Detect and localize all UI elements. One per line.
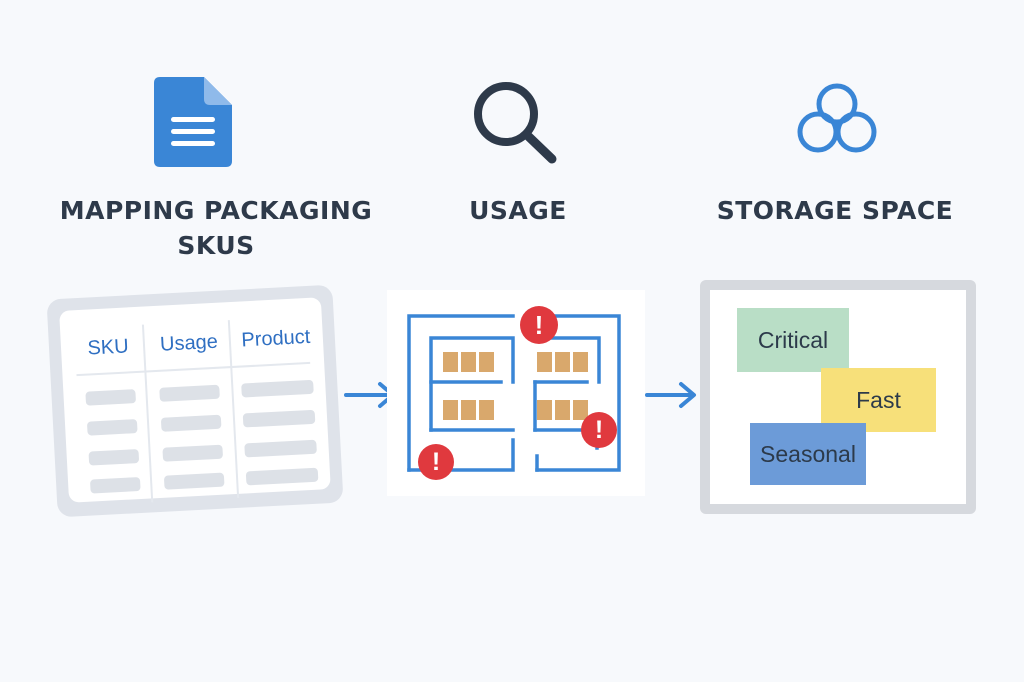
table-cell-placeholder (163, 472, 225, 490)
header-divider (76, 361, 311, 377)
column-header-sku: SKU (86, 335, 130, 360)
shelf-unit (443, 352, 494, 372)
table-cell-placeholder (88, 449, 140, 466)
column-header-product: Product (240, 325, 311, 352)
storage-space-heading: STORAGE SPACE (716, 196, 954, 225)
shelf-unit (537, 352, 588, 372)
zone-critical: Critical (737, 308, 849, 372)
zone-seasonal: Seasonal (750, 423, 866, 485)
storage-space-frame: Critical Fast Seasonal (700, 280, 976, 514)
sku-table: SKU Usage Product (59, 297, 331, 503)
table-cell-placeholder (242, 409, 316, 428)
alert-icon: ! (418, 444, 454, 480)
three-circles-icon (797, 83, 877, 153)
alert-icon: ! (520, 306, 558, 344)
heading-line-1: MAPPING PACKAGING (59, 196, 373, 225)
search-icon (474, 82, 557, 164)
table-cell-placeholder (85, 389, 137, 406)
table-cell-placeholder (86, 419, 138, 436)
table-cell-placeholder (245, 467, 319, 486)
usage-heading: USAGE (469, 196, 567, 225)
table-cell-placeholder (241, 379, 314, 398)
heading-line-2: SKUS (177, 231, 255, 260)
alert-icon: ! (581, 412, 617, 448)
zone-fast: Fast (821, 368, 936, 432)
table-cell-placeholder (160, 414, 222, 432)
table-cell-placeholder (89, 476, 141, 494)
table-cell-placeholder (159, 384, 220, 402)
shelf-unit (443, 400, 494, 420)
document-icon (154, 77, 232, 167)
table-cell-placeholder (162, 444, 224, 462)
arrow-right-icon (645, 382, 696, 408)
column-header-usage: Usage (159, 330, 219, 356)
shelf-unit (537, 400, 588, 420)
sku-table-card: SKU Usage Product (46, 284, 344, 518)
mapping-skus-heading: MAPPING PACKAGING SKUS (46, 193, 386, 263)
floor-plan-drawing (407, 314, 621, 472)
warehouse-floor-plan: ! ! ! (387, 290, 645, 496)
table-cell-placeholder (244, 439, 317, 458)
storage-space-area: Critical Fast Seasonal (710, 290, 966, 504)
